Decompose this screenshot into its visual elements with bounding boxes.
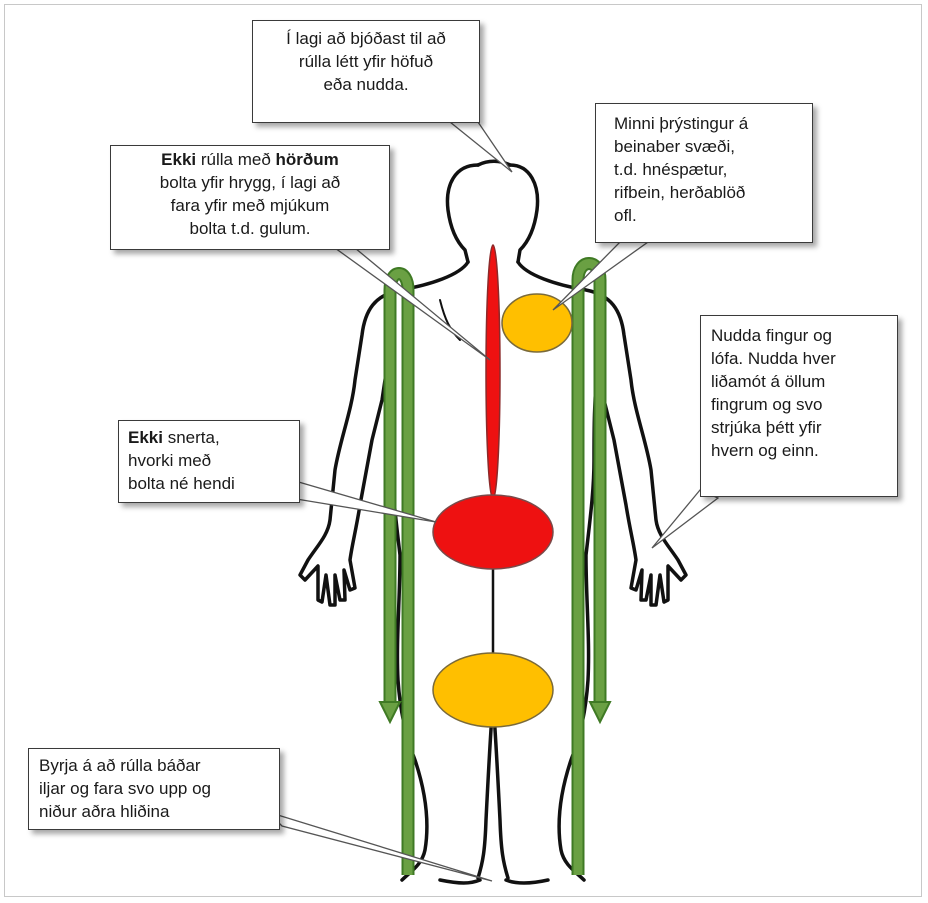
- spine-callout: Ekki rúlla með hörðum bolta yfir hrygg, …: [110, 145, 390, 250]
- spine-callout-line: Ekki rúlla með hörðum: [121, 148, 379, 171]
- hands-callout-line: Nudda fingur og: [711, 324, 887, 347]
- spine-callout-line: bolta yfir hrygg, í lagi að: [121, 171, 379, 194]
- spine-callout-bold: Ekki: [161, 150, 196, 169]
- spine-callout-text: rúlla með: [196, 150, 275, 169]
- bones-callout: Minni þrýstingur á beinaber svæði, t.d. …: [595, 103, 813, 243]
- buttocks-zone: [433, 653, 553, 727]
- kidney-callout-line: Ekki snerta,: [128, 426, 290, 449]
- hands-callout-line: liðamót á öllum: [711, 370, 887, 393]
- start-callout-line: Byrja á að rúlla báðar: [39, 754, 269, 777]
- kidney-callout-line: bolta né hendi: [128, 472, 290, 495]
- spine-callout-line: fara yfir með mjúkum: [121, 194, 379, 217]
- head-callout: Í lagi að bjóðast til að rúlla létt yfir…: [252, 20, 480, 123]
- bones-callout-line: t.d. hnéspætur,: [614, 158, 794, 181]
- kidney-zone: [433, 495, 553, 569]
- spine-callout-bold: hörðum: [276, 150, 339, 169]
- bones-callout-line: rifbein, herðablöð: [614, 181, 794, 204]
- hands-callout-line: lófa. Nudda hver: [711, 347, 887, 370]
- kidney-callout-line: hvorki með: [128, 449, 290, 472]
- left-arrowhead: [380, 702, 400, 722]
- start-callout-line: iljar og fara svo upp og: [39, 777, 269, 800]
- bones-callout-line: beinaber svæði,: [614, 135, 794, 158]
- hands-callout-line: hvern og einn.: [711, 439, 887, 462]
- bones-callout-line: ofl.: [614, 204, 794, 227]
- spine-zone: [486, 245, 500, 499]
- kidney-callout-text: snerta,: [163, 428, 220, 447]
- head-callout-line: rúlla létt yfir höfuð: [263, 50, 469, 73]
- spine-callout-line: bolta t.d. gulum.: [121, 217, 379, 240]
- start-callout: Byrja á að rúlla báðar iljar og fara svo…: [28, 748, 280, 830]
- head-callout-line: Í lagi að bjóðast til að: [263, 27, 469, 50]
- kidney-callout: Ekki snerta, hvorki með bolta né hendi: [118, 420, 300, 503]
- hands-pointer: [652, 490, 718, 548]
- kidney-callout-bold: Ekki: [128, 428, 163, 447]
- hands-callout: Nudda fingur og lófa. Nudda hver liðamót…: [700, 315, 898, 497]
- hands-callout-line: fingrum og svo: [711, 393, 887, 416]
- head-callout-line: eða nudda.: [263, 73, 469, 96]
- hands-callout-line: strjúka þétt yfir: [711, 416, 887, 439]
- start-callout-line: niður aðra hliðina: [39, 800, 269, 823]
- bones-callout-line: Minni þrýstingur á: [614, 112, 794, 135]
- right-arrowhead: [590, 702, 610, 722]
- start-pointer: [268, 812, 492, 881]
